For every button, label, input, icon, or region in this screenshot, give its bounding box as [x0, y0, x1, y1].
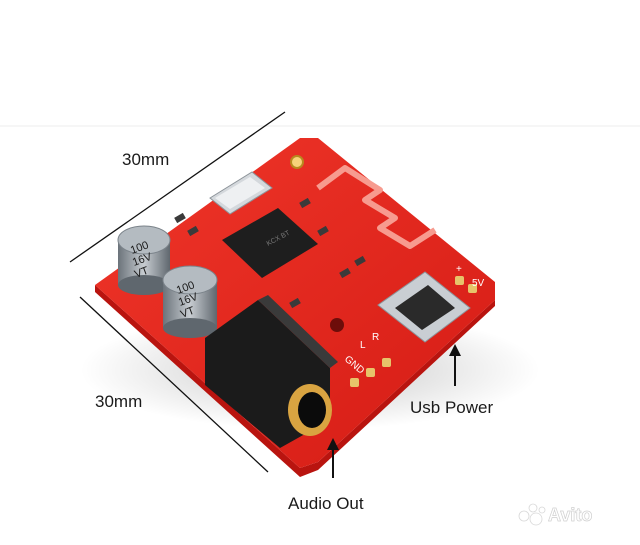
- dimension-line-width: [69, 111, 286, 263]
- callout-arrows: [327, 344, 461, 478]
- capacitor-1: [117, 225, 171, 295]
- capacitor-2: [162, 265, 218, 338]
- capacitor-text-1: 100: [129, 239, 150, 257]
- usb-power-label: Usb Power: [410, 398, 494, 417]
- crystal-oscillator: [209, 171, 273, 215]
- audio-jack: [205, 295, 338, 448]
- ic-chip: KCX BT: [222, 208, 318, 278]
- board-hole: [330, 318, 344, 332]
- mounting-hole: [290, 155, 304, 169]
- capacitor-text-3: VT: [133, 265, 151, 281]
- silkscreen-l: L: [360, 340, 366, 351]
- antenna-trace: [316, 165, 437, 249]
- dimension-label-width: 30mm: [122, 150, 170, 169]
- smd-components: [174, 197, 366, 309]
- capacitor-text-4: 100: [175, 279, 196, 297]
- micro-usb-connector: [377, 271, 471, 343]
- dimension-label-length: 30mm: [95, 392, 143, 411]
- solder-pads: [350, 276, 477, 387]
- watermark-text: Avito: [548, 505, 592, 525]
- silkscreen-5v: 5V: [472, 278, 485, 289]
- avito-watermark: Avito: [518, 503, 593, 526]
- silkscreen-plus: +: [456, 264, 462, 275]
- audio-out-label: Audio Out: [288, 494, 364, 513]
- capacitor-text-6: VT: [179, 305, 197, 321]
- silkscreen-r: R: [372, 332, 379, 343]
